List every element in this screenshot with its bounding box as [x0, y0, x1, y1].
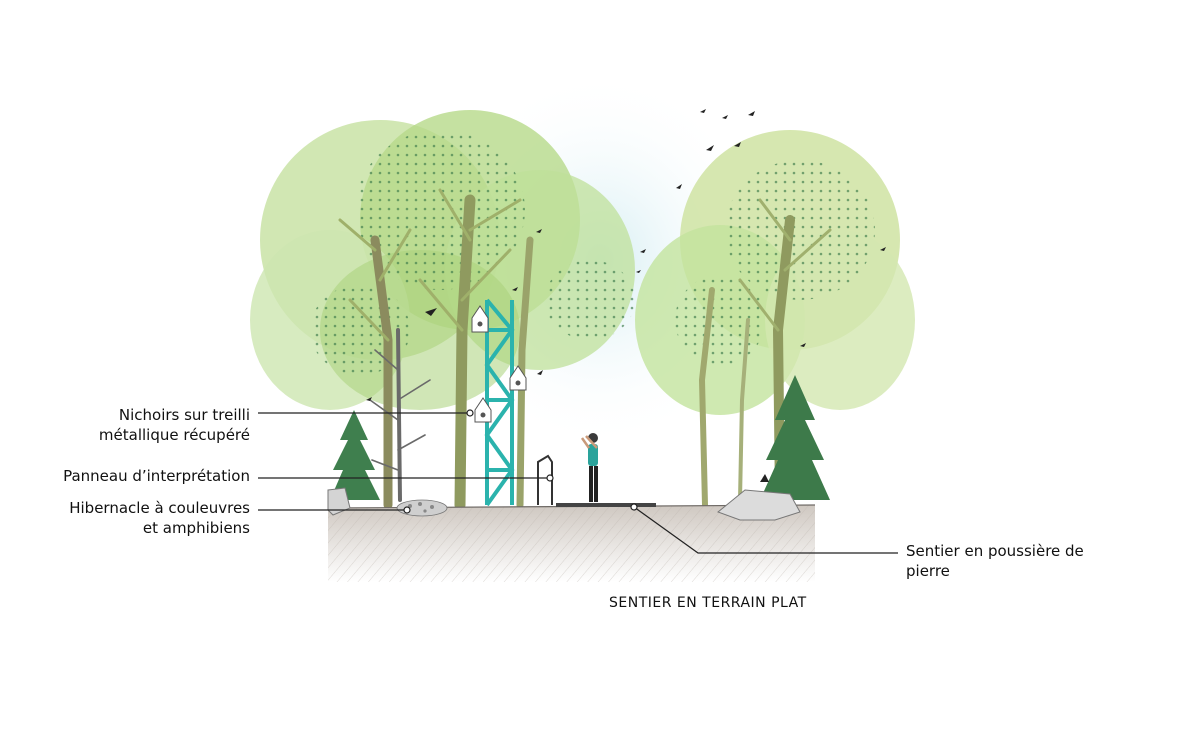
label-hibernacle: Hibernacle à couleuvres et amphibiens: [69, 498, 250, 538]
dead-tree: [369, 328, 431, 502]
label-nichoirs: Nichoirs sur treilli métallique récupéré: [99, 405, 250, 445]
person-figure: [580, 433, 598, 502]
stone-dust-path: [556, 503, 656, 507]
label-sentier: Sentier en poussière de pierre: [906, 541, 1084, 581]
label-panneau: Panneau d’interprétation: [63, 466, 250, 486]
right-canopy: [635, 130, 915, 415]
leader-sentier: [633, 506, 898, 554]
rock-icon: [327, 487, 801, 521]
label-sentier-line1: Sentier en poussière de: [906, 542, 1084, 560]
birdhouse-icon: [471, 305, 527, 423]
left-trunks: [338, 188, 534, 511]
label-hibernacle-line2: et amphibiens: [142, 519, 250, 537]
label-sentier-line2: pierre: [906, 562, 950, 580]
label-hibernacle-line1: Hibernacle à couleuvres: [69, 499, 250, 517]
leader-lines: [258, 409, 898, 554]
label-nichoirs-line2: métallique récupéré: [98, 426, 250, 444]
metal-trellis: [484, 298, 515, 507]
section-caption: SENTIER EN TERRAIN PLAT: [609, 595, 807, 611]
label-panneau-line1: Panneau d’interprétation: [63, 467, 250, 485]
bird-icon: [366, 109, 886, 482]
label-nichoirs-line1: Nichoirs sur treilli: [118, 406, 250, 424]
